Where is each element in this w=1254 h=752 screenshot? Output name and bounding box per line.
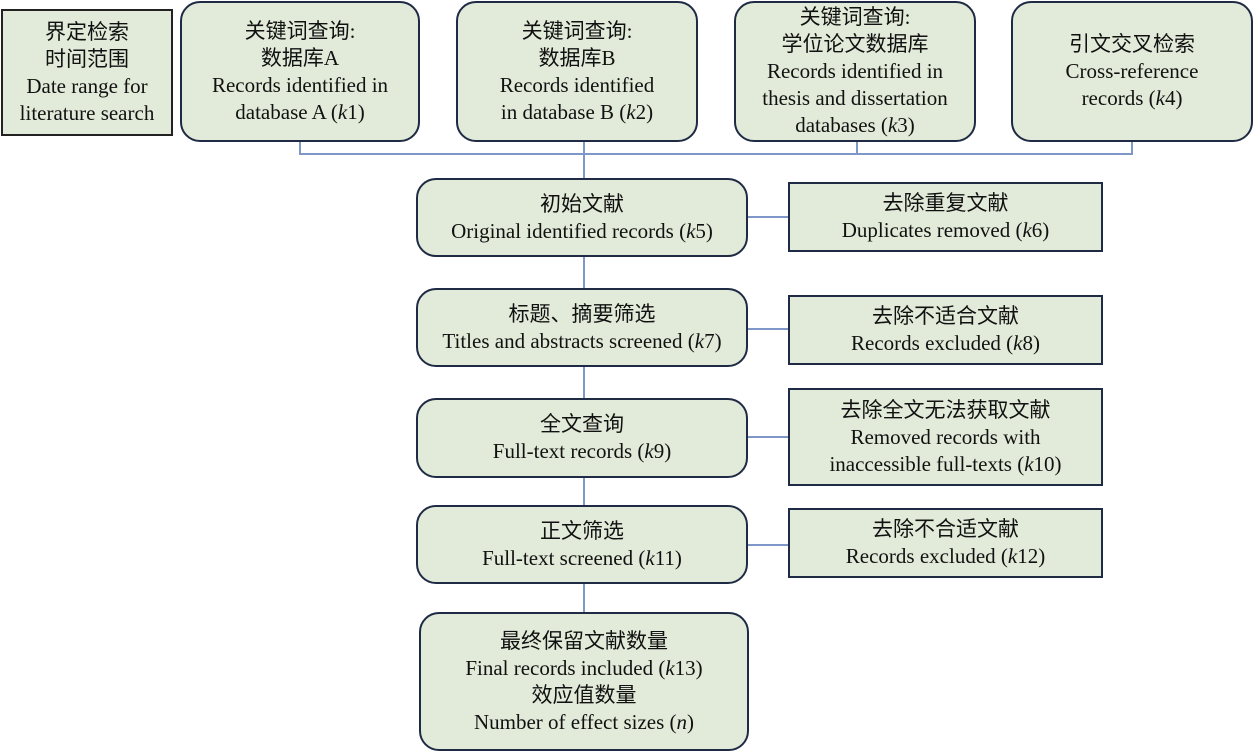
source-count-line: databases (k3): [795, 113, 915, 137]
step-en-label: Original identified records (k5): [451, 218, 713, 243]
source-line: 引文交叉检索: [1069, 32, 1195, 56]
exclusion-cn-label: 去除重复文献: [882, 191, 1009, 215]
exclusion-en-label: Removed records with: [850, 424, 1041, 449]
step-en-label: Full-text records (k9): [492, 439, 672, 463]
source-box-database-b: 关键词查询: 数据库B Records identified in databa…: [456, 1, 698, 142]
date-range-line: literature search: [19, 100, 155, 125]
date-range-line: 时间范围: [45, 46, 129, 71]
exclusion-en-label: Records excluded (k12): [845, 544, 1046, 568]
source-line: Cross-reference: [1065, 59, 1199, 83]
source-count-line: records (k4): [1081, 86, 1183, 110]
date-range-line: 界定检索: [45, 19, 129, 44]
step-original-records: 初始文献 Original identified records (k5): [416, 178, 748, 257]
connector-exclusion-2: [747, 328, 789, 330]
source-line: thesis and dissertation: [762, 86, 948, 110]
source-box-thesis-databases: 关键词查询: 学位论文数据库 Records identified in the…: [734, 1, 976, 142]
final-records-box: 最终保留文献数量 Final records included (k13) 效应…: [419, 612, 749, 751]
connector-exclusion-3: [747, 436, 789, 438]
effect-sizes-cn-label: 效应值数量: [531, 682, 637, 707]
step-cn-label: 正文筛选: [540, 518, 624, 543]
step-titles-abstracts-screened: 标题、摘要筛选 Titles and abstracts screened (k…: [416, 288, 748, 367]
source-line: Records identified in: [211, 72, 389, 97]
exclusion-en-label: inaccessible full-texts (k10): [829, 451, 1062, 476]
exclusion-records-excluded-1: 去除不适合文献 Records excluded (k8): [788, 295, 1103, 365]
exclusion-cn-label: 去除全文无法获取文献: [840, 397, 1051, 422]
source-line: Records identified in: [766, 59, 944, 83]
exclusion-duplicates-removed: 去除重复文献 Duplicates removed (k6): [788, 182, 1103, 252]
source-box-database-a: 关键词查询: 数据库A Records identified in databa…: [180, 1, 420, 142]
source-box-cross-reference: 引文交叉检索 Cross-reference records (k4): [1011, 1, 1253, 142]
source-line: 学位论文数据库: [781, 32, 929, 56]
connector-main-vertical: [583, 153, 585, 613]
exclusion-en-label: Records excluded (k8): [851, 331, 1040, 355]
connector-horizontal-bus: [299, 153, 1133, 155]
source-line: Records identified: [499, 72, 655, 97]
exclusion-records-excluded-2: 去除不合适文献 Records excluded (k12): [788, 508, 1103, 578]
exclusion-cn-label: 去除不合适文献: [872, 517, 1019, 541]
exclusion-en-label: Duplicates removed (k6): [841, 218, 1050, 242]
source-line: 数据库A: [260, 45, 340, 70]
exclusion-cn-label: 去除不适合文献: [872, 304, 1019, 328]
step-cn-label: 初始文献: [540, 191, 624, 216]
final-cn-label: 最终保留文献数量: [500, 628, 668, 653]
connector-exclusion-4: [747, 544, 789, 546]
source-line: 关键词查询:: [521, 18, 633, 43]
source-count-line: in database B (k2): [500, 99, 654, 124]
date-range-box: 界定检索 时间范围 Date range for literature sear…: [1, 9, 173, 136]
step-full-text-records: 全文查询 Full-text records (k9): [416, 398, 748, 478]
source-line: 关键词查询:: [799, 5, 911, 29]
exclusion-inaccessible-full-texts: 去除全文无法获取文献 Removed records with inaccess…: [788, 388, 1103, 486]
connector-source-c: [856, 141, 858, 155]
source-line: 数据库B: [538, 45, 616, 70]
step-en-label: Titles and abstracts screened (k7): [442, 328, 722, 353]
connector-exclusion-1: [747, 216, 789, 218]
step-cn-label: 标题、摘要筛选: [508, 301, 656, 326]
source-line: 关键词查询:: [244, 18, 356, 43]
step-full-text-screened: 正文筛选 Full-text screened (k11): [416, 505, 748, 584]
step-en-label: Full-text screened (k11): [482, 545, 682, 570]
source-count-line: database A (k1): [235, 99, 365, 124]
date-range-line: Date range for: [26, 73, 148, 98]
final-en-label: Final records included (k13): [465, 655, 703, 680]
connector-source-b: [583, 141, 585, 155]
connector-source-a: [299, 141, 301, 155]
step-cn-label: 全文查询: [540, 412, 624, 436]
effect-sizes-en-label: Number of effect sizes (n): [473, 709, 695, 734]
connector-source-d: [1131, 141, 1133, 155]
